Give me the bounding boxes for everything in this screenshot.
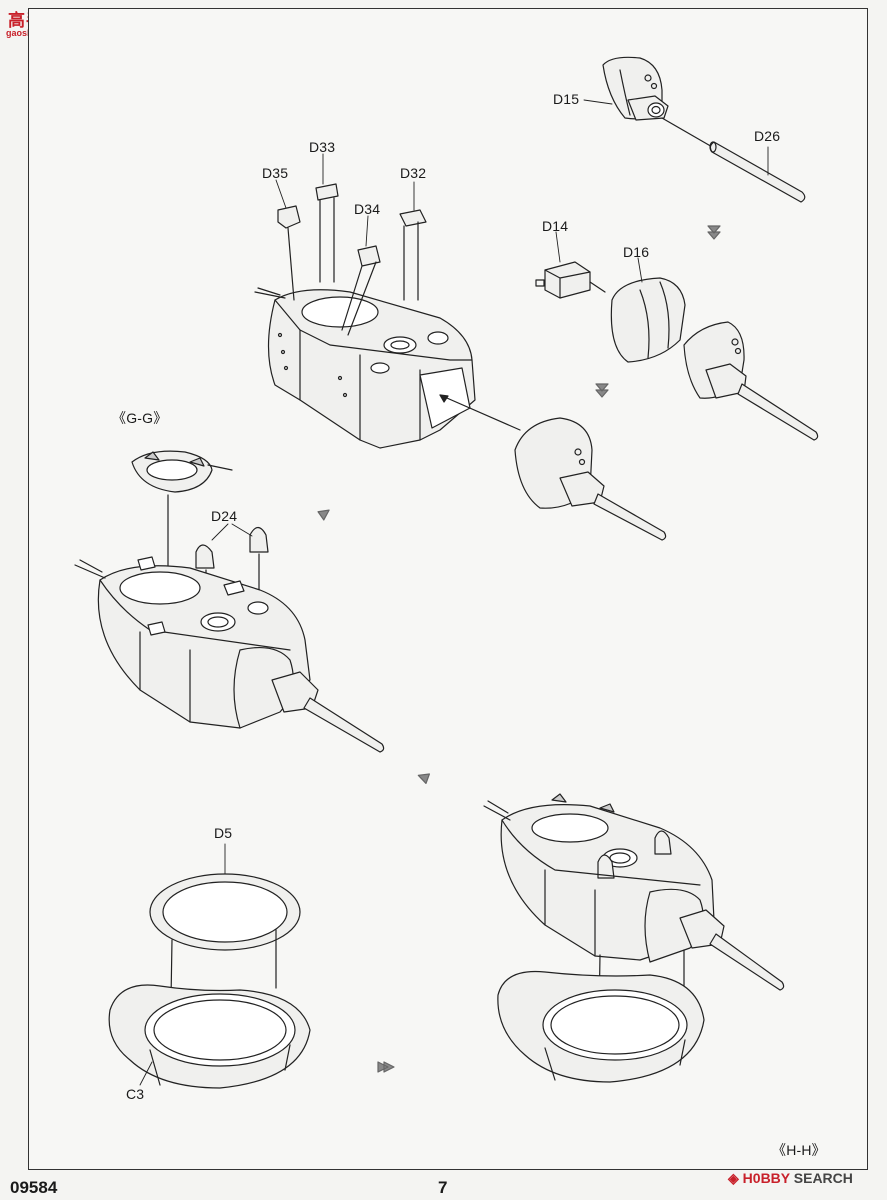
part-d33 bbox=[315, 183, 339, 283]
label-d26: D26 bbox=[754, 128, 781, 144]
part-mantlet-assembled-b bbox=[514, 417, 667, 541]
label-d15: D15 bbox=[553, 91, 580, 107]
label-d24: D24 bbox=[211, 508, 238, 524]
part-d34 bbox=[341, 245, 381, 336]
part-d14 bbox=[535, 261, 591, 299]
part-d16 bbox=[610, 277, 686, 363]
label-d35: D35 bbox=[262, 165, 289, 181]
label-section-gg: 《G-G》 bbox=[112, 410, 168, 426]
watermark-brand: H0BBY bbox=[742, 1170, 790, 1186]
turret-middle-assembled bbox=[74, 556, 385, 753]
watermark-text: SEARCH bbox=[793, 1170, 853, 1186]
direction-arrow-icon bbox=[417, 773, 431, 785]
part-d32 bbox=[399, 209, 427, 301]
direction-arrow-icon bbox=[377, 1061, 395, 1073]
part-mantlet-assembled-a bbox=[683, 321, 819, 441]
label-d16: D16 bbox=[623, 244, 650, 260]
turret-final-base bbox=[497, 970, 705, 1083]
label-leaders bbox=[139, 99, 769, 1086]
part-d26-barrel bbox=[709, 141, 806, 203]
part-gg-detail bbox=[131, 450, 233, 493]
label-section-hh: 《H-H》 bbox=[772, 1142, 826, 1158]
label-d33: D33 bbox=[309, 139, 336, 155]
turret-upper-exploded bbox=[254, 287, 476, 449]
direction-arrow-icon bbox=[317, 509, 330, 521]
label-c3: C3 bbox=[126, 1086, 145, 1102]
guide-line-mantlet bbox=[439, 394, 521, 431]
label-d14: D14 bbox=[542, 218, 569, 234]
label-d32: D32 bbox=[400, 165, 427, 181]
label-d5: D5 bbox=[214, 825, 233, 841]
part-d15-mantlet bbox=[602, 56, 669, 121]
guide-line-d26 bbox=[661, 117, 715, 149]
direction-arrow-icon bbox=[595, 383, 609, 398]
direction-arrow-icon bbox=[707, 225, 721, 240]
watermark-bottom: ◈ H0BBY SEARCH bbox=[728, 1170, 853, 1187]
page-number: 7 bbox=[438, 1178, 448, 1197]
part-c3-base bbox=[108, 984, 311, 1089]
kit-number: 09584 bbox=[10, 1178, 58, 1197]
part-d35 bbox=[277, 205, 301, 301]
turret-final-assembled bbox=[483, 793, 785, 991]
part-d5-ring bbox=[149, 873, 301, 951]
hobby-logo-icon: ◈ bbox=[728, 1170, 739, 1186]
label-d34: D34 bbox=[354, 201, 381, 217]
